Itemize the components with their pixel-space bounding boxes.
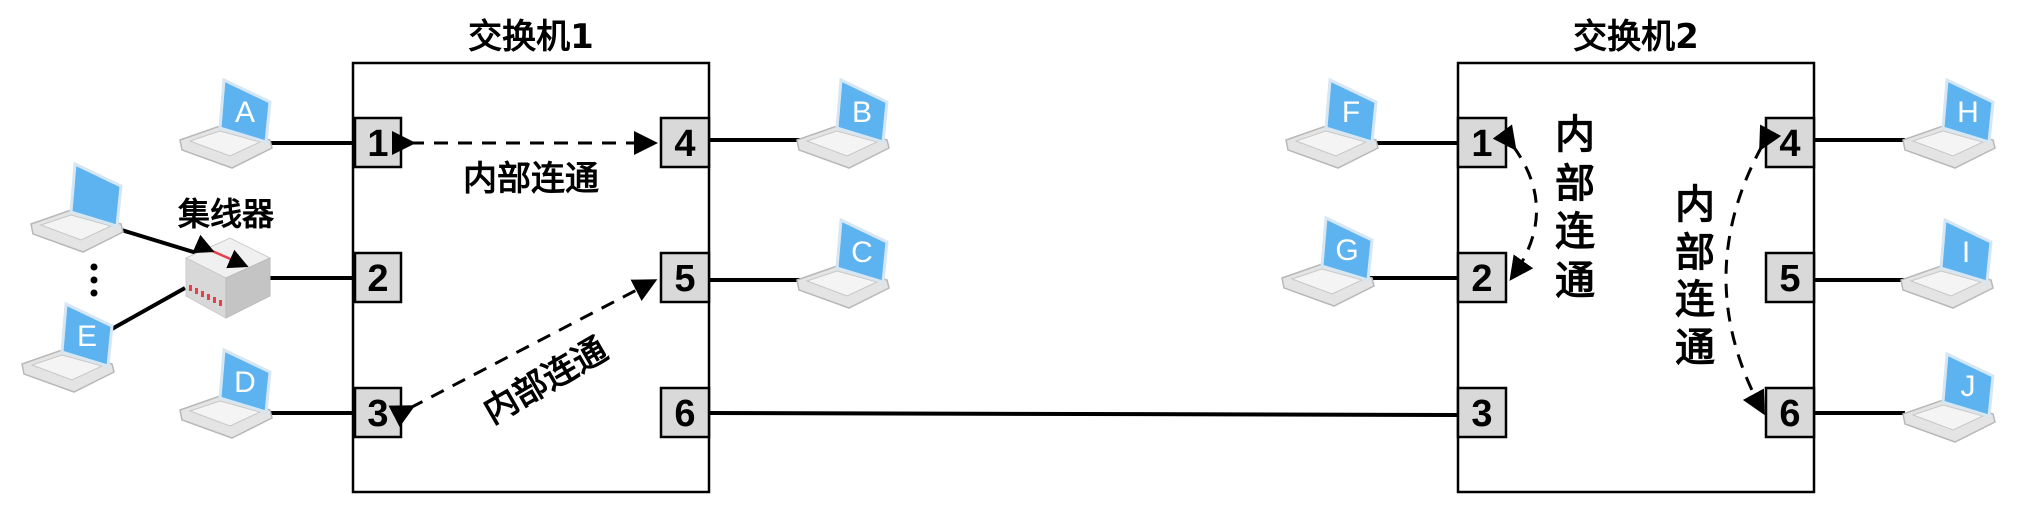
laptop-label: C (851, 236, 873, 269)
internal-link-3-5 (388, 279, 658, 427)
laptop-b[interactable]: B (795, 78, 891, 170)
port-label: 3 (1471, 393, 1492, 435)
label-char: 连 (1555, 209, 1596, 255)
sw2-port-2: 2 (1456, 251, 1508, 304)
sw1-port-1: 1 (353, 116, 403, 169)
laptop-label: G (1335, 234, 1358, 267)
port-label: 5 (1779, 258, 1800, 300)
sw1-port-4: 4 (659, 116, 711, 169)
laptop-label: J (1961, 370, 1976, 403)
label-char: 通 (1555, 258, 1595, 304)
port-label: 6 (1779, 393, 1800, 435)
port-label: 5 (674, 258, 695, 300)
sw2-port-5: 5 (1764, 251, 1816, 304)
laptop-unlabeled[interactable] (29, 162, 125, 254)
internal-label-4-6: 内 部 连 通 (1675, 182, 1716, 371)
sw1-port-6: 6 (659, 386, 711, 439)
internal-label-1-4: 内部连通 (463, 159, 599, 199)
laptop-label: A (235, 96, 255, 129)
port-label: 3 (367, 393, 388, 435)
hub-label: 集线器 (177, 195, 275, 233)
sw1-port-2: 2 (353, 251, 403, 304)
laptop-g[interactable]: G (1280, 216, 1376, 308)
switch1-box (351, 61, 711, 494)
sw1-port-3: 3 (353, 386, 403, 439)
laptop-j[interactable]: J (1901, 352, 1997, 444)
laptop-label: D (234, 366, 256, 399)
hub-icon (184, 234, 272, 319)
laptop-label: F (1342, 96, 1360, 129)
sw2-port-6: 6 (1764, 386, 1816, 439)
port-label: 6 (674, 393, 695, 435)
sw1-port-5: 5 (659, 251, 711, 304)
laptop-label: H (1957, 96, 1979, 129)
laptop-label: E (77, 320, 97, 353)
label-char: 部 (1555, 161, 1595, 207)
label-char: 内 (1675, 182, 1715, 228)
port-label: 1 (1471, 123, 1492, 165)
sw2-port-3: 3 (1456, 386, 1508, 439)
port-label: 2 (367, 258, 388, 300)
switch2-box (1456, 61, 1816, 494)
switch2-title: 交换机2 (1573, 17, 1699, 57)
sw2-port-1: 1 (1456, 116, 1508, 169)
internal-link-1-2 (1492, 124, 1538, 281)
laptop-h[interactable]: H (1901, 78, 1997, 170)
ellipsis-dots (90, 263, 98, 297)
label-char: 连 (1675, 277, 1716, 323)
internal-label-1-2: 内 部 连 通 (1555, 112, 1596, 304)
laptop-label: B (852, 96, 872, 129)
laptop-f[interactable]: F (1284, 78, 1380, 170)
wire-e-hub (109, 286, 186, 332)
laptop-a[interactable]: A (178, 78, 274, 170)
laptop-label: I (1962, 236, 1970, 269)
port-label: 4 (674, 123, 695, 165)
sw2-port-4: 4 (1764, 116, 1816, 169)
laptop-c[interactable]: C (795, 218, 891, 310)
port-label: 1 (367, 123, 388, 165)
laptop-d[interactable]: D (178, 348, 274, 440)
label-char: 部 (1675, 230, 1715, 276)
wire-sw1-port6-sw2-port3 (708, 411, 1459, 417)
label-char: 内 (1555, 112, 1595, 158)
switch1-title: 交换机1 (468, 17, 594, 57)
laptop-i[interactable]: I (1899, 218, 1995, 310)
internal-link-4-6 (1724, 124, 1782, 416)
port-label: 2 (1471, 258, 1492, 300)
laptop-e[interactable]: E (20, 302, 116, 394)
wire-laptop-hub (114, 226, 201, 256)
port-label: 4 (1779, 123, 1800, 165)
label-char: 通 (1675, 325, 1715, 371)
